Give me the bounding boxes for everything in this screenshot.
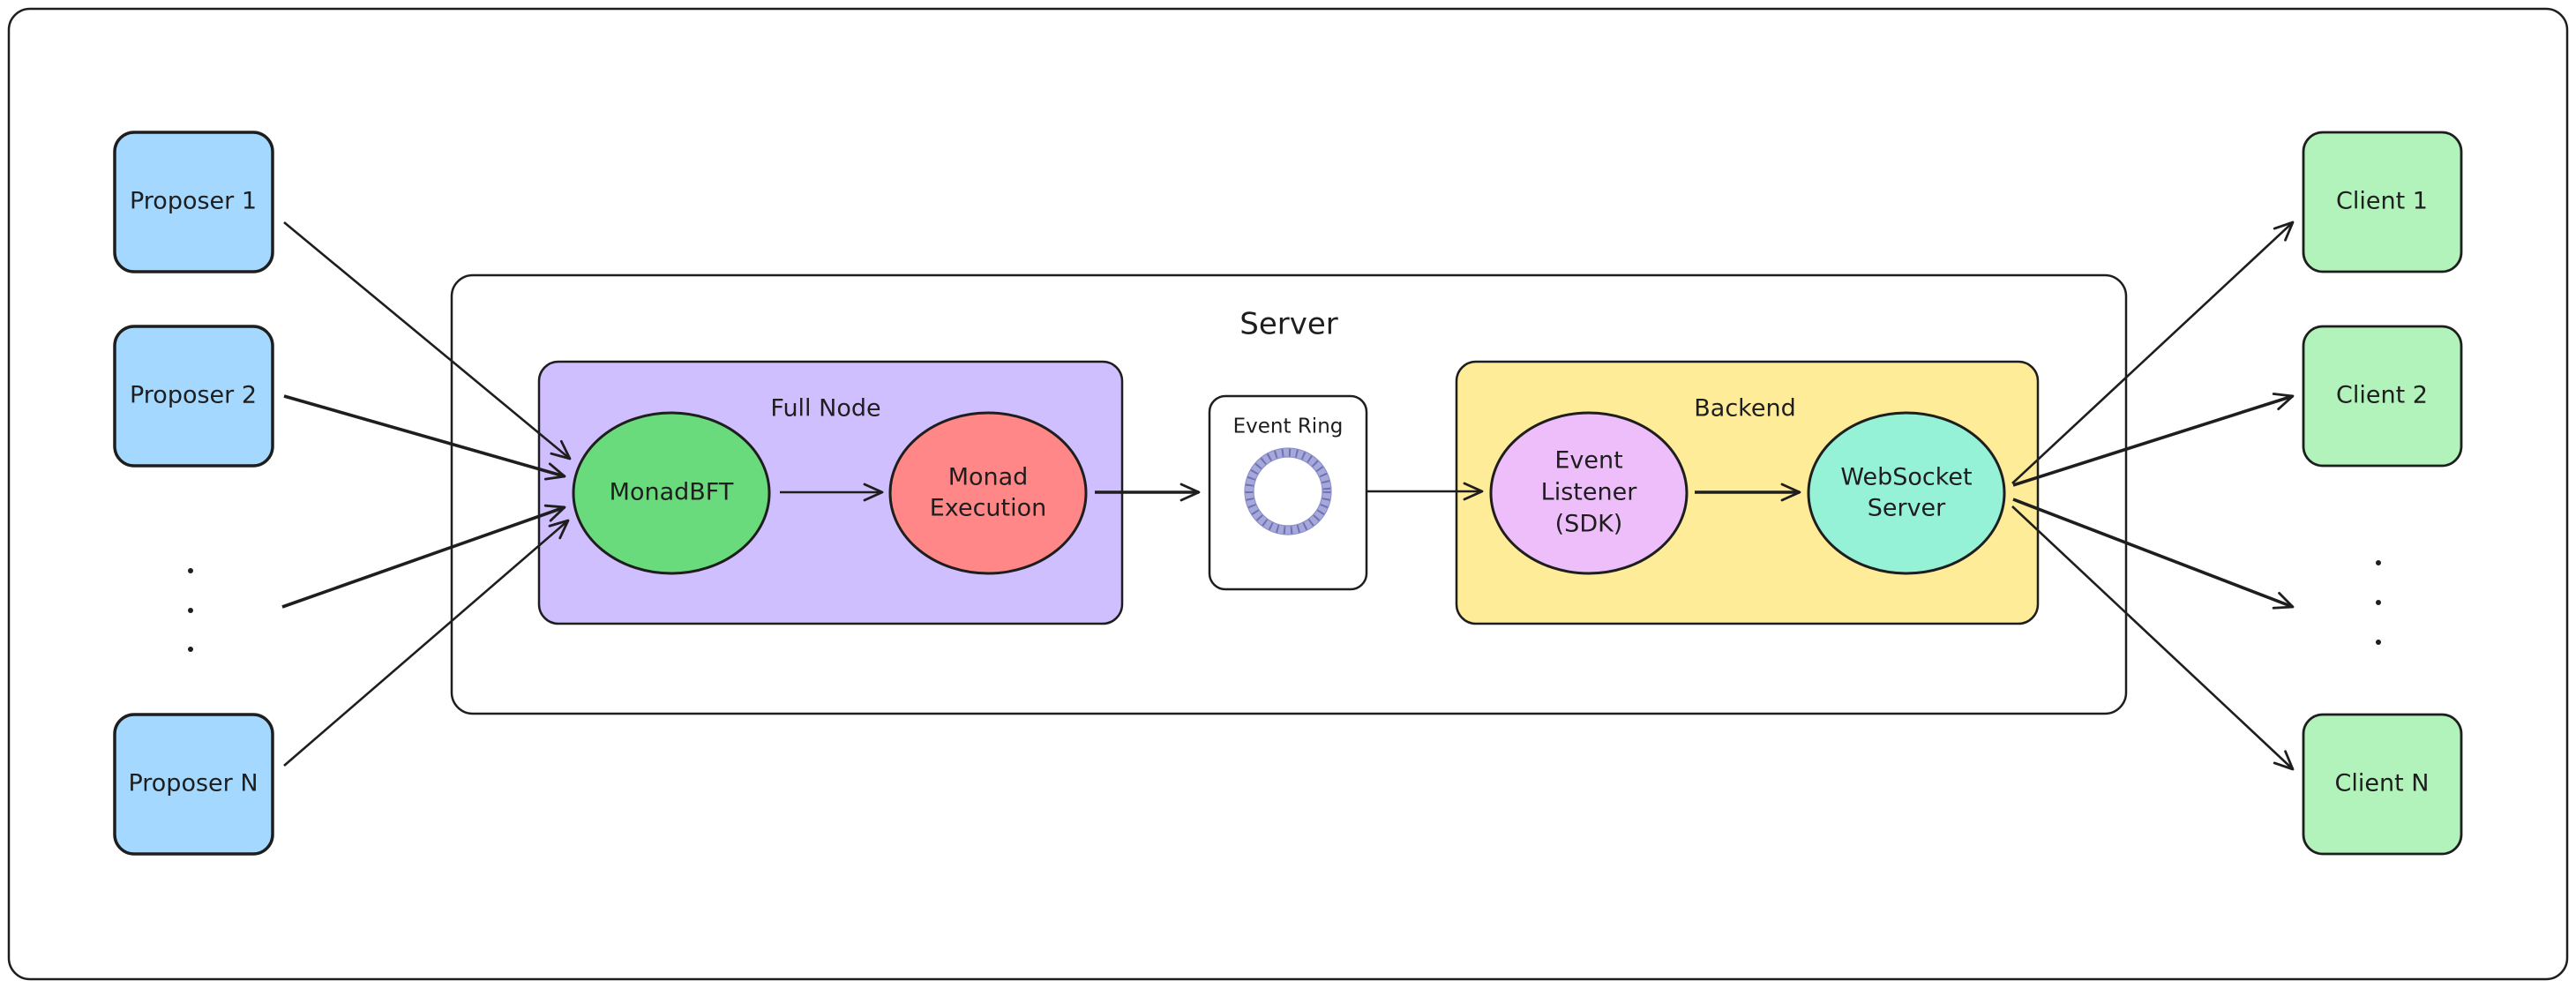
arrow-proposer2-to-monadbft (283, 394, 566, 481)
server-title: Server (1239, 307, 1338, 342)
client-1-label: Client 1 (2336, 188, 2428, 215)
arrow-ellipsis-to-monadbft (281, 504, 566, 609)
proposer-2-label: Proposer 2 (130, 382, 257, 409)
arrow-proposer1-to-monadbft (283, 221, 572, 460)
proposer-1-label: Proposer 1 (130, 188, 257, 215)
event-listener-label-line2: Listener (1541, 479, 1638, 506)
client-1-box (2302, 131, 2463, 273)
arrow-websocket-to-ellipsis (2012, 498, 2295, 610)
monad-execution-label-line2: Execution (930, 495, 1047, 522)
arrow-websocket-to-clientN (2011, 505, 2295, 771)
arrow-websocket-to-client2 (2012, 393, 2295, 487)
client-2-label: Client 2 (2336, 382, 2428, 409)
proposer-2-box (113, 325, 274, 468)
proposer-1-box (113, 131, 274, 273)
proposer-n-box (113, 713, 274, 856)
arrow-proposerN-to-monadbft (283, 519, 570, 767)
monad-execution-node (888, 411, 1088, 575)
event-listener-label-line1: Event (1554, 447, 1622, 475)
websocket-server-label-line2: Server (1868, 495, 1946, 522)
proposer-n-label: Proposer N (128, 770, 258, 797)
proposer-ellipsis (188, 568, 193, 652)
event-listener-label-line3: (SDK) (1555, 511, 1623, 538)
client-n-label: Client N (2335, 770, 2430, 797)
client-n-box (2302, 713, 2463, 856)
backend-label: Backend (1694, 395, 1795, 423)
websocket-server-node (1807, 411, 2006, 575)
client-2-box (2302, 325, 2463, 468)
client-ellipsis (2376, 560, 2381, 645)
event-ring-label: Event Ring (1233, 415, 1344, 438)
event-ring-box (1208, 394, 1368, 591)
arrow-websocket-to-client1 (2011, 221, 2295, 484)
websocket-server-label-line1: WebSocket (1840, 464, 1972, 491)
full-node-label: Full Node (770, 395, 880, 423)
event-listener-node (1489, 411, 1689, 575)
monadbft-node (572, 411, 771, 575)
monad-execution-label-line1: Monad (948, 464, 1029, 491)
event-ring-icon (1244, 447, 1332, 535)
monadbft-label: MonadBFT (610, 479, 734, 506)
